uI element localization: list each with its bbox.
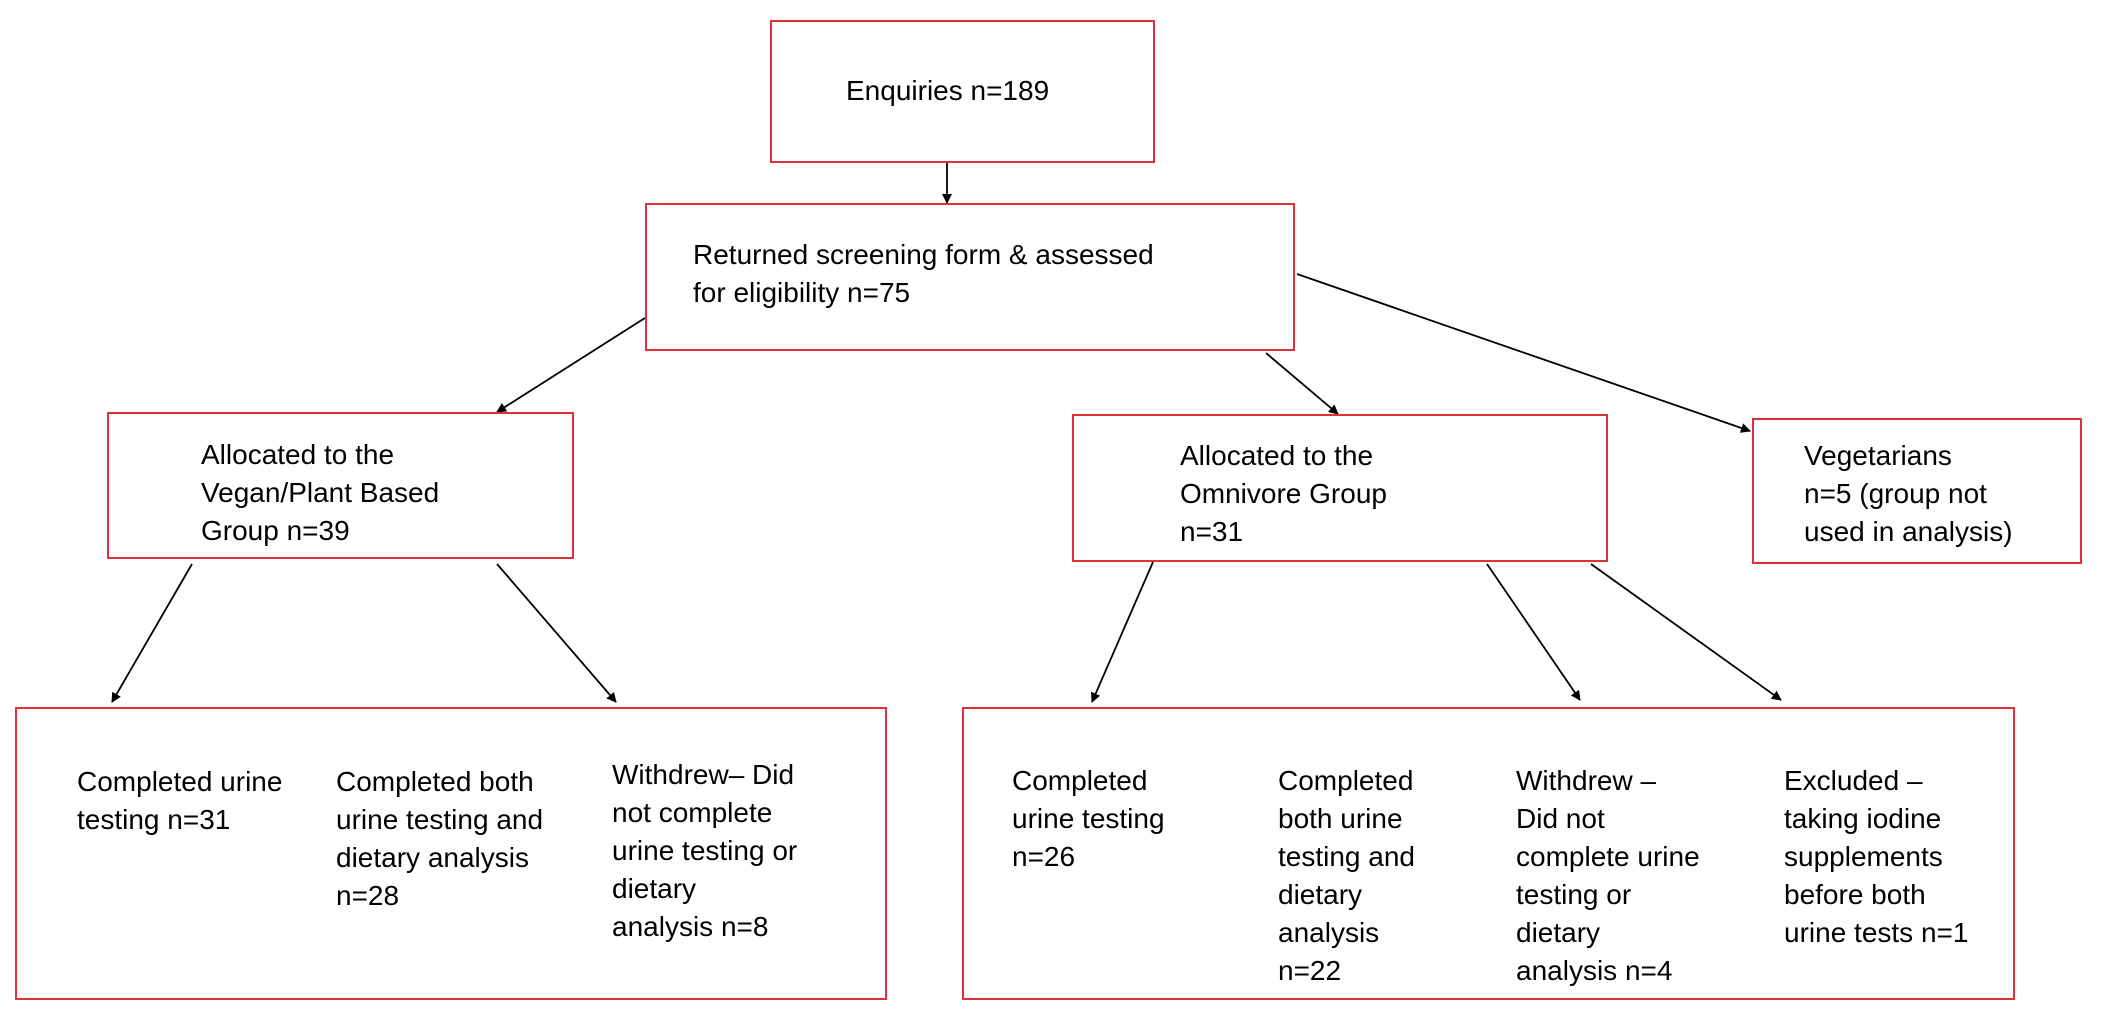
omnivore-group-box: Allocated to the Omnivore Group n=31 <box>1072 414 1608 562</box>
screening-label: Returned screening form & assessed for e… <box>693 239 1154 308</box>
omnivore-group-label: Allocated to the Omnivore Group n=31 <box>1180 440 1387 547</box>
omnivore-outcomes-box <box>962 707 2015 1000</box>
arrow-omnivore-to-excluded <box>1590 563 1782 701</box>
arrow-screening-to-vegetarians <box>1296 273 1751 433</box>
arrow-screening-to-omnivore <box>1265 352 1339 415</box>
vegetarians-label: Vegetarians n=5 (group not used in analy… <box>1804 440 2013 547</box>
arrow-omnivore-to-withdrew <box>1486 563 1581 701</box>
omni-both-label: Completed both urine testing and dietary… <box>1278 765 1415 986</box>
vegan-urine-label: Completed urine testing n=31 <box>77 766 283 835</box>
screening-box: Returned screening form & assessed for e… <box>645 203 1295 351</box>
arrow-vegan-to-urine <box>111 563 193 703</box>
enquiries-label: Enquiries n=189 <box>846 75 1050 106</box>
vegan-withdrew-label: Withdrew– Did not complete urine testing… <box>612 759 798 942</box>
arrow-vegan-to-withdrew <box>496 563 617 703</box>
vegan-outcomes-box <box>15 707 887 1000</box>
omni-excluded-label: Excluded – taking iodine supplements bef… <box>1784 765 1969 948</box>
vegetarians-box: Vegetarians n=5 (group not used in analy… <box>1752 418 2082 564</box>
arrow-screening-to-vegan <box>496 317 646 413</box>
omni-urine-label: Completed urine testing n=26 <box>1012 765 1165 872</box>
omni-withdrew-label: Withdrew – Did not complete urine testin… <box>1516 765 1700 986</box>
vegan-group-label: Allocated to the Vegan/Plant Based Group… <box>201 439 440 546</box>
vegan-group-box: Allocated to the Vegan/Plant Based Group… <box>107 412 574 559</box>
vegan-both-label: Completed both urine testing and dietary… <box>336 766 544 911</box>
arrow-omnivore-to-urine <box>1091 561 1154 703</box>
enquiries-box: Enquiries n=189 <box>770 20 1155 163</box>
